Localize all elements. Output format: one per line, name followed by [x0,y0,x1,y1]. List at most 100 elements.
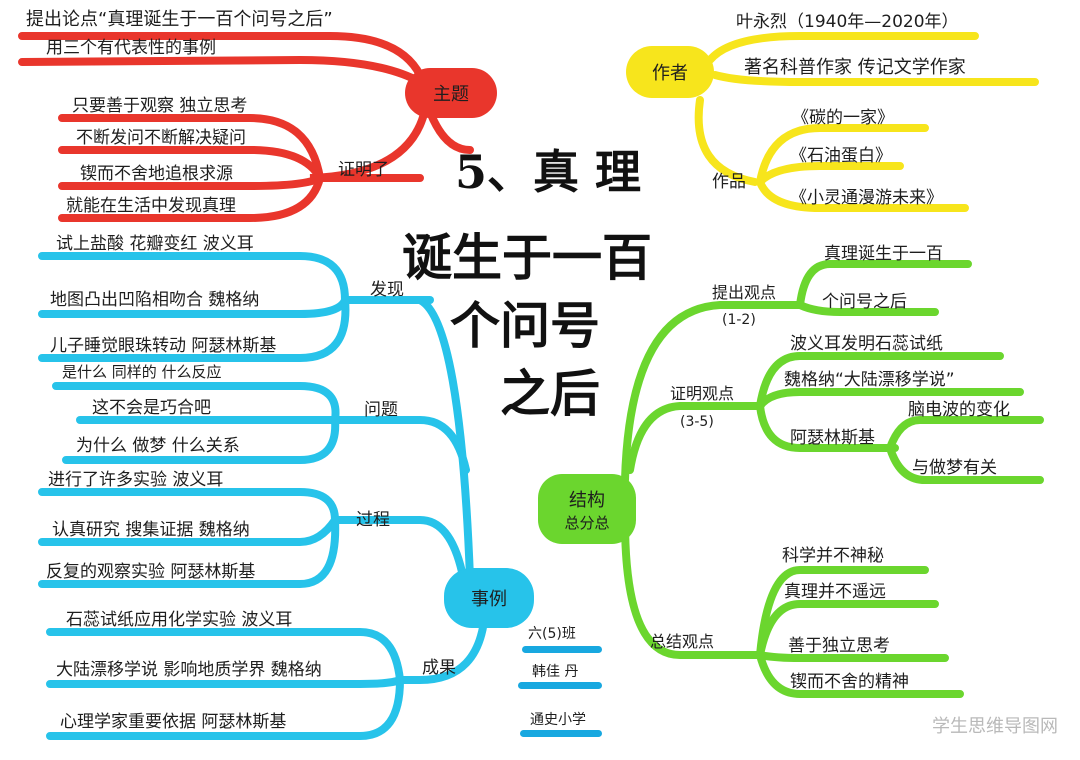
theme-proof-2: 不断发问不断解决疑问 [76,128,246,148]
author-work-2: 《石油蛋白》 [790,146,892,166]
question-1: 是什么 同样的 什么反应 [62,363,222,381]
structure-label-bottom: 总分总 [564,513,610,532]
process-line-3 [38,516,340,588]
point3-item-1: 科学并不神秘 [782,546,884,566]
examples-branch-lines [38,252,489,740]
process-trunk-line [331,516,466,576]
center-title-line-4: 之后 [500,364,600,423]
theme-item-line-1 [18,32,424,79]
result-2: 大陆漂移学说 影响地质学界 魏格纳 [56,660,322,680]
discovery-label: 发现 [370,280,404,300]
process-line-1 [38,488,339,524]
structure-branch-lines [621,260,1044,698]
structure-to-point3-line [621,516,764,659]
result-line-2 [46,676,404,688]
point3-item-4: 锲而不舍的精神 [790,672,909,692]
author-to-works-line [694,96,759,186]
theme-proof-line-2 [58,146,324,182]
point1-item-2: 个问号之后 [822,292,907,312]
author-name-line [706,32,979,64]
point3-label: 总结观点 [650,632,715,651]
result-label: 成果 [422,658,456,678]
discovery-line-3 [38,296,350,362]
author-works-label: 作品 [712,172,746,192]
author-work-3: 《小灵通漫游未来》 [790,188,943,208]
credit-underline-2 [518,682,602,689]
question-line-1 [52,382,340,424]
point3-item-line-2 [756,600,939,659]
structure-node[interactable]: 结构 总分总 [538,474,636,544]
question-line-3 [62,416,340,464]
theme-proof-4: 就能在生活中发现真理 [66,196,236,216]
theme-proof-1: 只要善于观察 独立思考 [72,96,248,116]
credit-underline-3 [520,730,602,737]
point1-range: (1-2) [722,312,756,328]
author-name: 叶永烈（1940年—2020年） [736,12,959,32]
discovery-3: 儿子睡觉眼珠转动 阿瑟林斯基 [50,336,277,356]
process-label: 过程 [356,510,390,530]
question-label: 问题 [364,400,398,420]
point2-sub-line-2 [886,444,1044,484]
point2-label: 证明观点 [670,384,735,403]
question-3: 为什么 做梦 什么关系 [76,436,240,456]
theme-node[interactable]: 主题 [405,68,497,118]
author-work-1: 《碳的一家》 [792,108,894,128]
result-line-3 [46,676,404,740]
point2-item-2: 魏格纳“大陆漂移学说” [784,370,955,390]
author-node[interactable]: 作者 [626,46,714,98]
theme-proof-line-4 [58,174,324,222]
examples-trunk-line [416,296,474,582]
structure-to-point1-line [621,301,804,484]
point2-sub-1: 脑电波的变化 [908,400,1010,420]
point2-sub-2: 与做梦有关 [912,458,997,478]
author-work-line-1 [756,124,929,186]
author-desc: 著名科普作家 传记文学作家 [744,57,966,78]
author-desc-line [711,71,1039,86]
point2-item-line-1 [756,352,1004,410]
theme-item-1: 提出论点“真理诞生于一百个问号之后” [26,9,333,30]
credit-school: 通史小学 [530,712,586,728]
point2-item-line-3 [756,402,899,452]
point2-sub-line-1 [886,416,1044,452]
examples-node[interactable]: 事例 [444,568,534,628]
point3-item-2: 真理并不遥远 [784,582,886,602]
credit-name: 韩佳 丹 [532,664,579,680]
point1-item-line-1 [796,260,972,309]
structure-to-point2-line [626,402,764,474]
question-trunk-line [331,416,470,474]
author-work-line-3 [756,178,969,212]
theme-branch-lines [18,32,474,222]
point1-item-1: 真理诞生于一百 [824,244,943,264]
author-branch-lines [694,32,1039,212]
center-title-line-2: 诞生于一百 [402,228,652,287]
theme-item-line-2 [18,55,424,86]
watermark: 学生思维导图网 [932,716,1058,737]
theme-proof-label: 证明了 [338,160,389,180]
theme-proof-line-1 [58,114,324,182]
point1-item-line-2 [796,301,939,316]
point3-item-line-4 [756,651,964,698]
point2-item-1: 波义耳发明石蕊试纸 [790,334,943,354]
question-2: 这不会是巧合吧 [92,398,211,418]
structure-label-top: 结构 [569,489,605,511]
theme-item-2: 用三个有代表性的事例 [46,38,216,58]
result-1: 石蕊试纸应用化学实验 波义耳 [66,610,293,630]
discovery-1: 试上盐酸 花瓣变红 波义耳 [56,234,254,254]
point2-range: (3-5) [680,414,714,430]
point1-label: 提出观点 [712,283,777,302]
process-3: 反复的观察实验 阿瑟林斯基 [46,562,256,582]
point3-item-3: 善于独立思考 [788,636,890,656]
author-work-line-2 [756,162,904,186]
point2-item-3: 阿瑟林斯基 [790,428,875,448]
credit-underline-1 [522,646,602,653]
theme-proof-3: 锲而不舍地追根求源 [80,164,233,184]
process-1: 进行了许多实验 波义耳 [48,470,224,490]
result-line-1 [46,628,404,684]
credit-class: 六(5)班 [528,626,576,642]
center-title-line-3: 个问号 [450,296,600,355]
discovery-2: 地图凸出凹陷相吻合 魏格纳 [50,290,260,310]
process-2: 认真研究 搜集证据 魏格纳 [52,520,250,540]
center-title-line-1: 5、真 理 [455,145,642,199]
